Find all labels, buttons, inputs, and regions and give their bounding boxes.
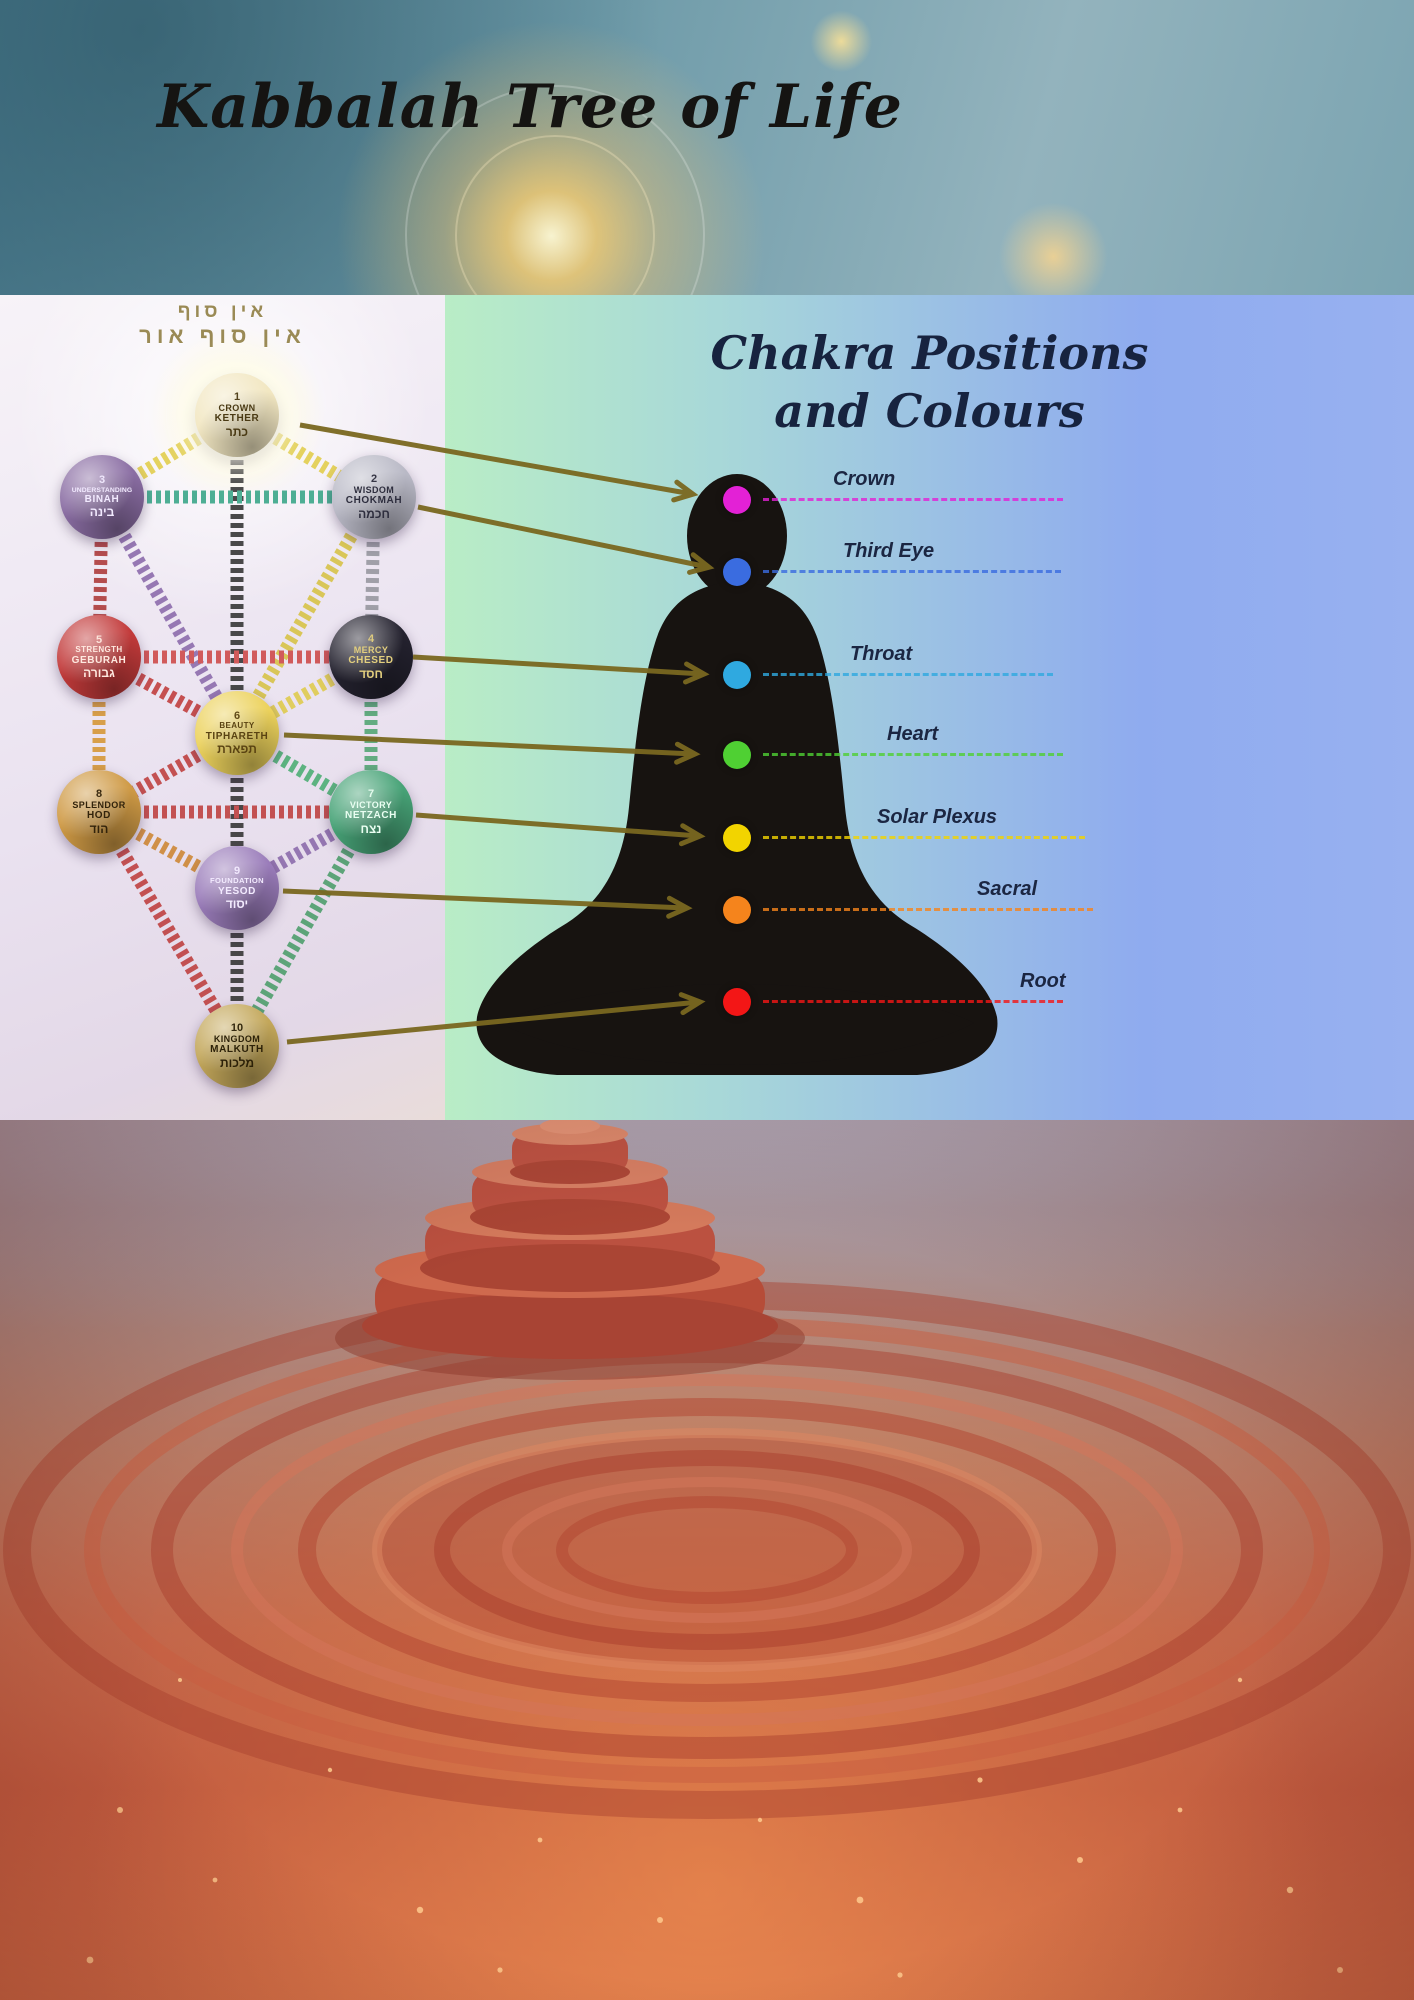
sephirah-hebrew: חסד xyxy=(359,666,383,681)
sephirah-alt: BINAH xyxy=(84,494,120,506)
sephirah-name: KINGDOM xyxy=(213,1034,261,1045)
sephirah-hebrew: בינה xyxy=(89,505,115,520)
sephirah-name: STRENGTH xyxy=(75,644,123,654)
sephirah-malkuth: 10 KINGDOM MALKUTH מלכות xyxy=(195,1004,279,1088)
tiered-fountain xyxy=(335,1120,805,1380)
chakra-row-third-eye: Third Eye xyxy=(445,540,1414,586)
throat-dash-line xyxy=(763,673,1053,676)
sephirah-name: WISDOM xyxy=(353,485,395,496)
ain-soph-line2: אין סוף אור xyxy=(139,322,306,348)
crown-chakra-dot xyxy=(723,486,751,514)
sephirah-name: BEAUTY xyxy=(219,720,255,730)
root-chakra-label: Root xyxy=(1020,970,1066,992)
sephirah-number: 10 xyxy=(230,1021,244,1034)
sacral-chakra-dot xyxy=(723,896,751,924)
sephirah-yesod: 9 FOUNDATION YESOD יסוד xyxy=(195,846,279,930)
solar-plexus-chakra-dot xyxy=(723,824,751,852)
ripples-and-fountain-art xyxy=(3,1120,1411,1978)
sephirah-number: 1 xyxy=(233,390,241,403)
ain-soph-text: אין סוף אין סוף אור xyxy=(0,301,445,348)
third-eye-dash-line xyxy=(763,570,1061,573)
sephirah-hebrew: גבורה xyxy=(83,666,115,680)
sephirah-hebrew: מלכות xyxy=(219,1055,255,1070)
heart-chakra-dot xyxy=(723,741,751,769)
sephirah-alt: TIPHARETH xyxy=(205,730,269,742)
heart-dash-line xyxy=(763,753,1063,756)
kabbalah-tree-panel: אין סוף אין סוף אור xyxy=(0,295,445,1120)
sephirah-number: 6 xyxy=(233,709,241,722)
sephirah-netzach: 7 VICTORY NETZACH נצח xyxy=(329,770,413,854)
sephirah-alt: YESOD xyxy=(217,885,256,897)
sephirah-hebrew: תפארת xyxy=(217,742,257,756)
root-dash-line xyxy=(763,1000,1063,1003)
throat-chakra-label: Throat xyxy=(850,643,913,665)
sephirah-name: CROWN xyxy=(218,403,256,414)
chakra-row-heart: Heart xyxy=(445,723,1414,769)
sephirah-alt: HOD xyxy=(86,810,112,822)
chakra-row-solar-plexus: Solar Plexus xyxy=(445,806,1414,852)
chakra-row-root: Root xyxy=(445,970,1414,1016)
chakra-heading-line2: and Colours xyxy=(774,383,1085,438)
third-eye-chakra-label: Third Eye xyxy=(843,540,935,562)
sephirah-hebrew: הוד xyxy=(89,821,109,836)
solar-plexus-chakra-label: Solar Plexus xyxy=(877,806,998,828)
chakra-panel-heading: Chakra Positions and Colours xyxy=(445,325,1414,440)
tree-paths xyxy=(92,409,381,1050)
sephirah-name: FOUNDATION xyxy=(209,876,265,886)
sephirah-binah: 3 UNDERSTANDING BINAH בינה xyxy=(60,455,144,539)
sephirah-alt: CHESED xyxy=(348,655,394,667)
solar-plexus-dash-line xyxy=(763,836,1085,839)
sephirah-number: 2 xyxy=(370,472,378,485)
sephirah-hebrew: חכמה xyxy=(358,506,390,521)
sephirah-number: 9 xyxy=(233,864,241,877)
chakra-heading-line1: Chakra Positions xyxy=(710,326,1149,380)
main-diagram-band: אין סוף אין סוף אור xyxy=(0,295,1414,1120)
sephirah-hebrew: יסוד xyxy=(225,896,249,911)
heart-chakra-label: Heart xyxy=(887,723,939,745)
third-eye-chakra-dot xyxy=(723,558,751,586)
sephirah-kether: 1 CROWN KETHER כתר xyxy=(195,373,279,457)
sparkles xyxy=(86,1677,1343,1978)
chakra-panel: Chakra Positions and Colours Crown Third… xyxy=(445,295,1414,1120)
sephirah-name: UNDERSTANDING xyxy=(71,486,133,494)
page-title: Kabbalah Tree of Life xyxy=(157,72,903,142)
sephirah-number: 8 xyxy=(95,787,103,800)
sephirah-alt: KETHER xyxy=(214,413,260,425)
sephirah-name: MERCY xyxy=(353,645,389,656)
sephirah-name: VICTORY xyxy=(349,800,393,811)
sephirah-chokmah: 2 WISDOM CHOKMAH חכמה xyxy=(332,455,416,539)
sacral-chakra-label: Sacral xyxy=(977,878,1038,900)
sephirah-number: 5 xyxy=(95,633,103,646)
footer-artwork xyxy=(0,1120,1414,2000)
ain-soph-line1: אין סוף xyxy=(177,301,268,322)
sephirah-alt: MALKUTH xyxy=(210,1044,264,1056)
sephirah-number: 7 xyxy=(367,787,375,800)
sephirah-geburah: 5 STRENGTH GEBURAH גבורה xyxy=(57,615,141,699)
root-chakra-dot xyxy=(723,988,751,1016)
sephirah-number: 3 xyxy=(98,474,106,487)
footer-vignette xyxy=(0,1120,1414,2000)
sacral-dash-line xyxy=(763,908,1093,911)
sephirah-hod: 8 SPLENDOR HOD הוד xyxy=(57,770,141,854)
sephirah-name: SPLENDOR xyxy=(72,800,126,811)
sephirah-hebrew: כתר xyxy=(225,424,249,439)
sephirah-alt: GEBURAH xyxy=(71,654,127,666)
sephirah-alt: CHOKMAH xyxy=(345,495,403,507)
crown-dash-line xyxy=(763,498,1063,501)
header-band: Kabbalah Tree of Life xyxy=(0,0,1414,295)
crown-chakra-label: Crown xyxy=(833,468,896,490)
chakra-row-sacral: Sacral xyxy=(445,878,1414,924)
sephirah-alt: NETZACH xyxy=(345,810,397,822)
chakra-row-throat: Throat xyxy=(445,643,1414,689)
sephirah-number: 4 xyxy=(367,632,375,645)
throat-chakra-dot xyxy=(723,661,751,689)
sephirah-chesed: 4 MERCY CHESED חסד xyxy=(329,615,413,699)
chakra-row-crown: Crown xyxy=(445,468,1414,514)
sephirah-tiphareth: 6 BEAUTY TIPHARETH תפארת xyxy=(195,691,279,775)
sephirah-hebrew: נצח xyxy=(360,821,382,836)
